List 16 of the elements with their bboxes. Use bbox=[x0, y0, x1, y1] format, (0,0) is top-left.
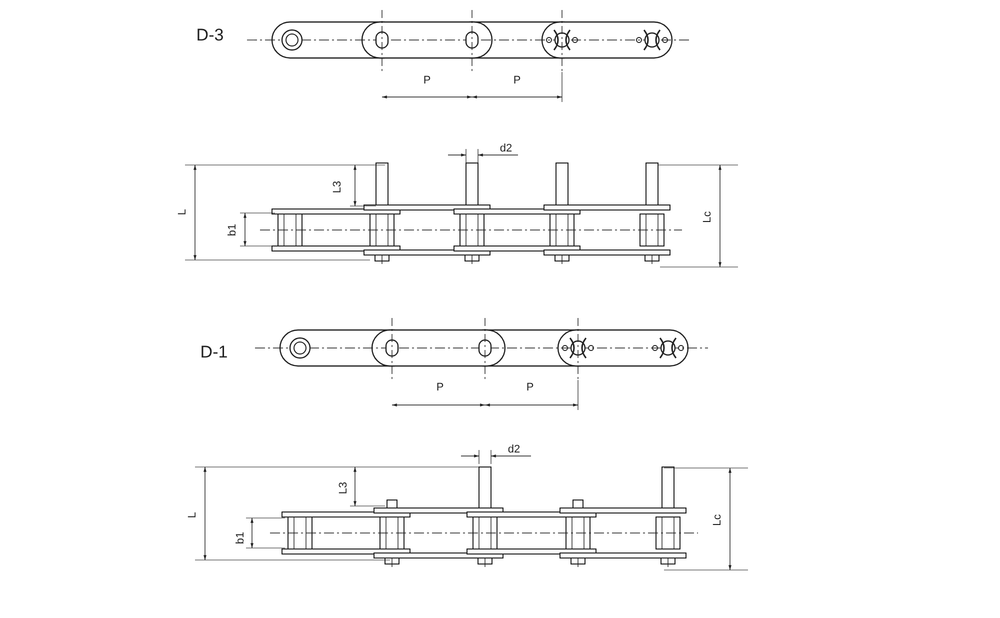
dimension-label: d2 bbox=[500, 144, 512, 154]
dimension-label: P bbox=[436, 382, 444, 394]
dimension-label: P bbox=[526, 382, 534, 394]
view-label: D-1 bbox=[200, 344, 228, 360]
dimension-label: b1 bbox=[236, 532, 246, 544]
dimension-label: P bbox=[423, 76, 431, 86]
dimension-label: P bbox=[513, 76, 521, 86]
dimension-label: d2 bbox=[508, 444, 520, 456]
dimension-label: Lc bbox=[702, 211, 714, 223]
dimension-label: L bbox=[188, 512, 198, 518]
dimension-label: Lc bbox=[712, 514, 724, 526]
dimension-label: L3 bbox=[338, 482, 350, 494]
view-label: D-3 bbox=[196, 26, 224, 44]
dimension-label: b1 bbox=[228, 224, 238, 236]
dimension-label: L3 bbox=[332, 180, 344, 194]
dimension-label: L bbox=[178, 208, 188, 216]
